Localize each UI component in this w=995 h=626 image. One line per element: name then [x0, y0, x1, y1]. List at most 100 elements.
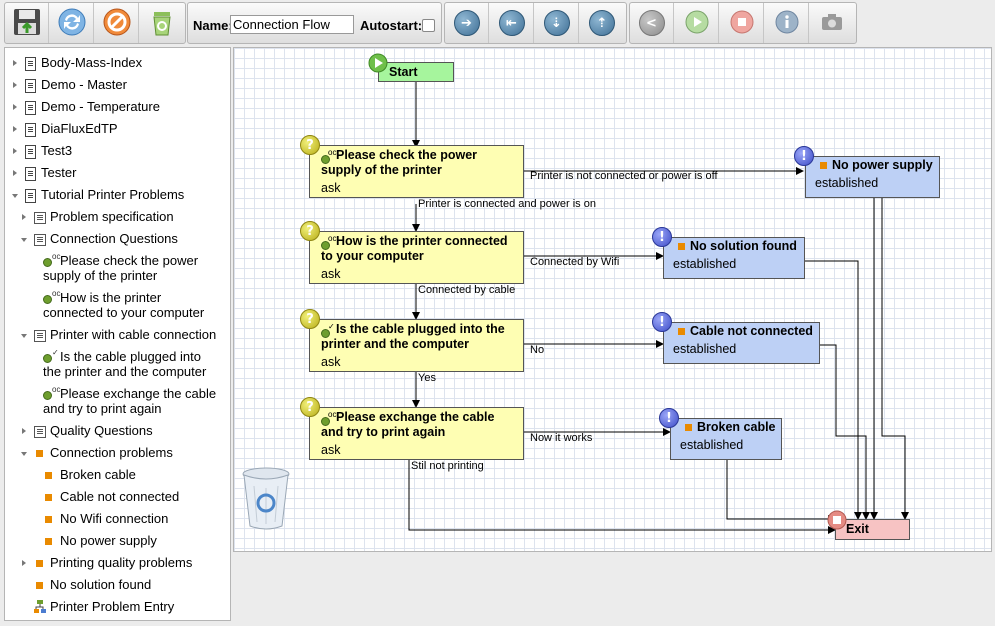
- camera-button[interactable]: [810, 3, 854, 43]
- delete-button[interactable]: [95, 3, 139, 43]
- question-type-icon: ✓: [328, 322, 335, 331]
- tree-item[interactable]: Test3: [5, 142, 230, 160]
- tree-item[interactable]: Demo - Temperature: [5, 98, 230, 116]
- tree-item[interactable]: Printer Problem Entry: [5, 598, 230, 616]
- expand-arrow-icon[interactable]: [22, 214, 26, 220]
- edge-label-still-not: Stil not printing: [411, 460, 484, 472]
- tree-item-label: Please check the power: [60, 253, 199, 268]
- stop-button[interactable]: [720, 3, 764, 43]
- exit-icon: [827, 510, 847, 533]
- tree-item[interactable]: Printing quality problems: [5, 554, 230, 572]
- exit-node[interactable]: Exit: [835, 519, 910, 540]
- tree-item-label: How is the printer: [60, 290, 162, 305]
- info-badge-icon: !: [652, 312, 672, 332]
- expand-arrow-icon[interactable]: [13, 60, 17, 66]
- document-icon: [25, 167, 36, 181]
- edge-label-not-connected: Printer is not connected or power is off: [530, 170, 718, 182]
- expand-arrow-icon[interactable]: [22, 428, 26, 434]
- question-action: ask: [321, 443, 341, 457]
- questionnaire-icon: [34, 234, 46, 246]
- name-input[interactable]: [230, 15, 354, 34]
- info-button[interactable]: [765, 3, 809, 43]
- collapse-arrow-icon[interactable]: [12, 194, 18, 198]
- solution-icon: [45, 538, 52, 545]
- info-icon: [775, 10, 799, 37]
- play-button[interactable]: [675, 3, 719, 43]
- tree-item[interactable]: Body-Mass-Index: [5, 54, 230, 72]
- refresh-icon: [57, 7, 87, 40]
- tree-item[interactable]: Broken cable: [5, 466, 230, 484]
- expand-arrow-icon[interactable]: [13, 104, 17, 110]
- expand-arrow-icon[interactable]: [22, 560, 26, 566]
- question-badge-icon: ?: [300, 221, 320, 241]
- tree-item[interactable]: DiaFluxEdTP: [5, 120, 230, 138]
- expand-arrow-icon[interactable]: [13, 82, 17, 88]
- question-text: How is the printer connected: [336, 234, 508, 248]
- question-type-icon: oc: [328, 234, 337, 243]
- document-icon: [25, 189, 36, 203]
- refresh-button[interactable]: [50, 3, 94, 43]
- expand-arrow-icon[interactable]: [13, 170, 17, 176]
- tree-item[interactable]: Demo - Master: [5, 76, 230, 94]
- tree-item[interactable]: Connection problems: [5, 444, 230, 462]
- questionnaire-icon: [34, 426, 46, 438]
- tree-item[interactable]: Problem specification: [5, 208, 230, 226]
- question-yn-icon: [43, 354, 52, 363]
- tree-item[interactable]: No solution found: [5, 576, 230, 594]
- edge-label-wifi: Connected by Wifi: [530, 256, 620, 268]
- question-text-line2: to your computer: [321, 249, 424, 263]
- tree-item-label: Test3: [41, 143, 73, 158]
- recycle-button[interactable]: [140, 3, 184, 43]
- expand-arrow-icon[interactable]: [13, 126, 17, 132]
- save-button[interactable]: [5, 3, 49, 43]
- go-down-button[interactable]: ⇣: [535, 3, 579, 43]
- expand-arrow-icon[interactable]: [13, 148, 17, 154]
- collapse-arrow-icon[interactable]: [21, 238, 27, 242]
- go-up-button[interactable]: ⇡: [580, 3, 624, 43]
- tree-item[interactable]: No Wifi connection: [5, 510, 230, 528]
- tree-item[interactable]: Cable not connected: [5, 488, 230, 506]
- start-node[interactable]: Start: [378, 62, 454, 82]
- questionnaire-icon: [34, 330, 46, 342]
- tree-item[interactable]: Tutorial Printer Problems: [5, 186, 230, 204]
- exit-label: Exit: [846, 522, 869, 536]
- tree-item-label: Problem specification: [50, 209, 174, 224]
- tree-item[interactable]: No power supply: [5, 532, 230, 550]
- go-right-button[interactable]: ➔: [445, 3, 489, 43]
- tree-item[interactable]: Quality Questions: [5, 422, 230, 440]
- autostart-checkbox[interactable]: [422, 19, 435, 32]
- tree-item[interactable]: Connection Questions: [5, 230, 230, 248]
- go-up-icon: ⇡: [589, 10, 615, 36]
- share-button[interactable]: <: [630, 3, 674, 43]
- question-status-icon: [321, 241, 330, 250]
- questionnaire-icon: [34, 212, 46, 224]
- tree-item-label: Printer with cable connection: [50, 327, 217, 342]
- collapse-arrow-icon[interactable]: [21, 452, 27, 456]
- tree-item[interactable]: Printer with cable connection: [5, 326, 230, 344]
- question-action: ask: [321, 355, 341, 369]
- go-left-button[interactable]: ⇤: [490, 3, 534, 43]
- question-action: ask: [321, 181, 341, 195]
- solution-icon: [685, 424, 692, 431]
- document-icon: [25, 145, 36, 159]
- solution-icon: [36, 582, 43, 589]
- trash-icon[interactable]: [240, 466, 292, 535]
- tree-item-label: Is the cable plugged into: [60, 349, 201, 364]
- tree-item-label-line2: connected to your computer: [43, 305, 205, 320]
- tree-item[interactable]: Tester: [5, 164, 230, 182]
- question-text-line2: and try to print again: [321, 425, 446, 439]
- collapse-arrow-icon[interactable]: [21, 334, 27, 338]
